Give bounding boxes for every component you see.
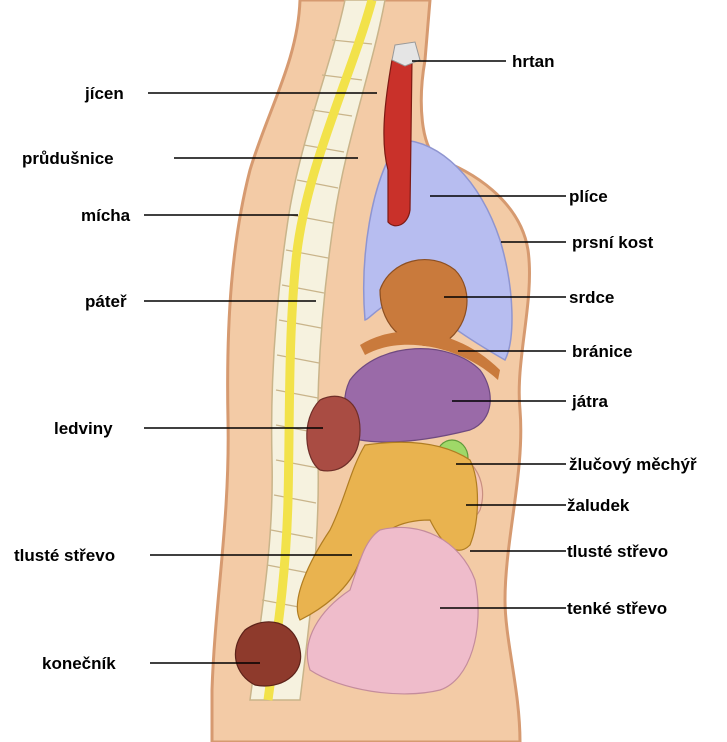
- label-micha: mícha: [81, 206, 131, 225]
- label-konecnik: konečník: [42, 654, 116, 673]
- label-srdce: srdce: [569, 288, 614, 307]
- label-hrtan: hrtan: [512, 52, 555, 71]
- rectum: [235, 622, 300, 686]
- label-jicen: jícen: [84, 84, 124, 103]
- label-jatra: játra: [571, 392, 608, 411]
- label-tluste-strevo-left: tlusté střevo: [14, 546, 115, 565]
- label-ledviny: ledviny: [54, 419, 113, 438]
- label-zaludek: žaludek: [567, 496, 630, 515]
- label-tenke-strevo: tenké střevo: [567, 599, 667, 618]
- label-pater: páteř: [85, 292, 127, 311]
- label-plice: plíce: [569, 187, 608, 206]
- label-branice: bránice: [572, 342, 632, 361]
- label-tluste-strevo-right: tlusté střevo: [567, 542, 668, 561]
- label-zlucovy-mechyr: žlučový měchýř: [569, 455, 697, 474]
- label-prsni-kost: prsní kost: [572, 233, 654, 252]
- label-pruduSnice: průdušnice: [22, 149, 114, 168]
- trachea: [384, 60, 412, 226]
